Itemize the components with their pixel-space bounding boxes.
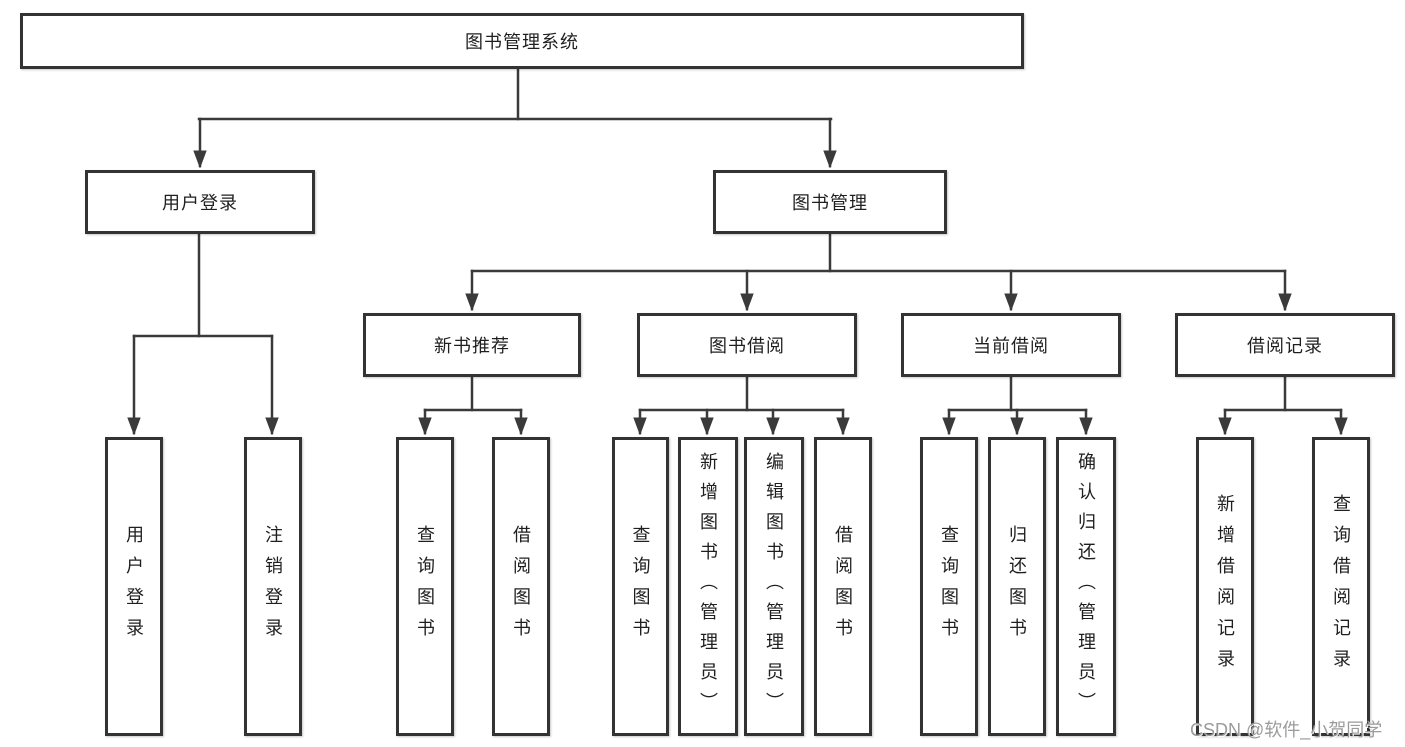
- node-label: 借阅记录: [1247, 336, 1323, 356]
- leaf-return-book: 归还图书: [988, 437, 1046, 736]
- node-label: 归还图书: [1007, 524, 1027, 649]
- leaf-add-borrow-record: 新增借阅记录: [1196, 437, 1254, 736]
- node-root-system: 图书管理系统: [20, 13, 1024, 69]
- node-label: 编辑图书（管理员）: [764, 451, 784, 722]
- leaf-borrow-book-recommend: 借阅图书: [492, 437, 550, 736]
- node-label: 新书推荐: [434, 336, 510, 356]
- node-book-borrowing: 图书借阅: [637, 313, 857, 377]
- node-label: 用户登录: [124, 524, 144, 649]
- node-label: 当前借阅: [973, 336, 1049, 356]
- leaf-edit-book-admin: 编辑图书（管理员）: [744, 437, 804, 736]
- node-label: 查询图书: [630, 524, 651, 649]
- node-label: 查询图书: [939, 524, 959, 649]
- leaf-query-borrow-record: 查询借阅记录: [1312, 437, 1370, 736]
- node-book-management: 图书管理: [713, 170, 947, 234]
- node-label: 用户登录: [162, 193, 238, 213]
- node-borrowing-records: 借阅记录: [1175, 313, 1395, 377]
- leaf-query-book-current: 查询图书: [920, 437, 978, 736]
- node-label: 查询借阅记录: [1331, 493, 1351, 680]
- leaf-query-book-borrowing: 查询图书: [612, 437, 669, 736]
- leaf-logout: 注销登录: [244, 437, 302, 736]
- node-label: 借阅图书: [511, 524, 531, 649]
- leaf-confirm-return-admin: 确认归还（管理员）: [1056, 437, 1116, 736]
- csdn-watermark: CSDN @软件_小贺同学: [1190, 720, 1383, 740]
- node-current-borrowing: 当前借阅: [901, 313, 1121, 377]
- node-label: 图书管理系统: [465, 32, 579, 52]
- leaf-user-login: 用户登录: [105, 437, 163, 736]
- node-label: 新增图书（管理员）: [698, 451, 718, 722]
- node-label: 确认归还（管理员）: [1076, 451, 1096, 722]
- node-label: 图书借阅: [709, 336, 785, 356]
- leaf-add-book-admin: 新增图书（管理员）: [678, 437, 738, 736]
- leaf-query-book-recommend: 查询图书: [396, 437, 454, 736]
- node-label: 图书管理: [792, 193, 868, 213]
- node-user-login: 用户登录: [85, 170, 315, 234]
- leaf-borrow-book: 借阅图书: [814, 437, 872, 736]
- node-label: 新增借阅记录: [1215, 493, 1235, 680]
- node-label: 注销登录: [263, 524, 283, 649]
- node-new-book-recommend: 新书推荐: [363, 313, 581, 377]
- node-label: 借阅图书: [833, 524, 853, 649]
- node-label: 查询图书: [415, 524, 435, 649]
